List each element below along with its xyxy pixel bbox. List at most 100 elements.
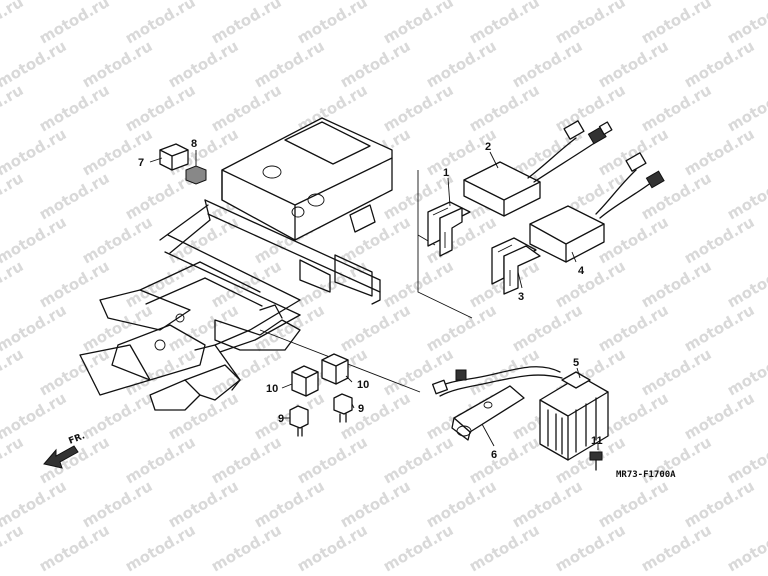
watermark-text: motod.ru xyxy=(294,0,370,47)
watermark-text: motod.ru xyxy=(552,0,628,47)
callout-4: 4 xyxy=(578,265,585,277)
watermark-text: motod.ru xyxy=(638,521,714,576)
rear-frame xyxy=(79,117,393,411)
watermark-text: motod.ru xyxy=(208,81,284,136)
watermark-text: motod.ru xyxy=(638,0,714,47)
watermark-text: motod.ru xyxy=(208,257,284,312)
watermark-text: motod.ru xyxy=(595,477,671,532)
watermark-text: motod.ru xyxy=(681,301,757,356)
watermark-text: motod.ru xyxy=(0,169,26,224)
watermark-text: motod.ru xyxy=(79,37,155,92)
part-11-bolt xyxy=(589,451,603,471)
watermark-text: motod.ru xyxy=(337,477,413,532)
watermark-text: motod.ru xyxy=(466,81,542,136)
watermark-text: motod.ru xyxy=(681,477,757,532)
watermark-text: motod.ru xyxy=(509,37,585,92)
watermark-text: motod.ru xyxy=(0,477,69,532)
watermark-text: motod.ru xyxy=(122,81,198,136)
watermark-text: motod.ru xyxy=(466,433,542,488)
watermark-text: motod.ru xyxy=(294,257,370,312)
watermark-text: motod.ru xyxy=(466,0,542,47)
watermark-text: motod.ru xyxy=(0,81,26,136)
part-9-fuses xyxy=(289,393,353,437)
watermark-text: motod.ru xyxy=(122,0,198,47)
watermark-text: motod.ru xyxy=(681,389,757,444)
watermark-text: motod.ru xyxy=(165,37,241,92)
part-1-bracket xyxy=(427,201,471,257)
watermark-text: motod.ru xyxy=(638,81,714,136)
watermark-text: motod.ru xyxy=(509,477,585,532)
watermark-text: motod.ru xyxy=(36,345,112,400)
watermark-text: motod.ru xyxy=(724,521,768,576)
callout-6: 6 xyxy=(491,449,497,461)
watermark-text: motod.ru xyxy=(509,301,585,356)
watermark-text: motod.ru xyxy=(165,389,241,444)
watermark-text: motod.ru xyxy=(165,477,241,532)
watermark-text: motod.ru xyxy=(294,521,370,576)
callout-10a: 10 xyxy=(266,383,278,395)
watermark-text: motod.ru xyxy=(380,521,456,576)
part-2-module xyxy=(463,120,613,217)
watermark-text: motod.ru xyxy=(0,37,69,92)
watermark-text: motod.ru xyxy=(0,301,69,356)
watermark-text: motod.ru xyxy=(122,433,198,488)
part-3-bracket xyxy=(491,237,541,295)
watermark-text: motod.ru xyxy=(36,521,112,576)
part-6-cover xyxy=(432,366,563,441)
watermark-text: motod.ru xyxy=(595,213,671,268)
watermark-text: motod.ru xyxy=(0,345,26,400)
watermark-text: motod.ru xyxy=(79,213,155,268)
watermark-text: motod.ru xyxy=(380,433,456,488)
part-8-clip xyxy=(185,165,207,185)
watermark-text: motod.ru xyxy=(36,0,112,47)
watermark-text: motod.ru xyxy=(251,37,327,92)
part-7-relay xyxy=(159,143,189,171)
watermark-text: motod.ru xyxy=(0,125,69,180)
callout-5: 5 xyxy=(573,357,579,369)
watermark-text: motod.ru xyxy=(122,521,198,576)
watermark-text: motod.ru xyxy=(208,521,284,576)
callout-9a: 9 xyxy=(278,413,284,425)
callout-3: 3 xyxy=(518,291,524,303)
watermark-text: motod.ru xyxy=(294,433,370,488)
part-4-module xyxy=(529,152,665,263)
watermark-text: motod.ru xyxy=(423,301,499,356)
watermark-text: motod.ru xyxy=(0,257,26,312)
callout-9b: 9 xyxy=(358,403,364,415)
watermark-text: motod.ru xyxy=(681,125,757,180)
callout-10b: 10 xyxy=(357,379,369,391)
watermark-text: motod.ru xyxy=(552,81,628,136)
watermark-text: motod.ru xyxy=(681,213,757,268)
watermark-text: motod.ru xyxy=(0,521,26,576)
watermark-text: motod.ru xyxy=(337,301,413,356)
diagram-code: MR73-F1700A xyxy=(616,470,676,480)
watermark-text: motod.ru xyxy=(79,477,155,532)
watermark-text: motod.ru xyxy=(251,389,327,444)
watermark-text: motod.ru xyxy=(0,0,26,47)
watermark-text: motod.ru xyxy=(466,521,542,576)
watermark-text: motod.ru xyxy=(423,477,499,532)
watermark-text: motod.ru xyxy=(36,169,112,224)
watermark-text: motod.ru xyxy=(208,0,284,47)
callout-1: 1 xyxy=(443,167,449,179)
watermark-text: motod.ru xyxy=(0,213,69,268)
watermark-text: motod.ru xyxy=(595,301,671,356)
watermark-text: motod.ru xyxy=(337,37,413,92)
watermark-text: motod.ru xyxy=(681,37,757,92)
watermark-text: motod.ru xyxy=(638,345,714,400)
watermark-text: motod.ru xyxy=(208,433,284,488)
watermark-text: motod.ru xyxy=(251,477,327,532)
watermark-text: motod.ru xyxy=(595,37,671,92)
callout-labels: 1 2 3 4 5 6 7 8 9 9 10 10 11 xyxy=(138,138,603,461)
watermark-text: motod.ru xyxy=(423,37,499,92)
watermark-text: motod.ru xyxy=(79,125,155,180)
watermark-text: motod.ru xyxy=(638,257,714,312)
watermark-text: motod.ru xyxy=(79,389,155,444)
callout-11: 11 xyxy=(591,435,603,447)
watermark-text: motod.ru xyxy=(552,521,628,576)
callout-2: 2 xyxy=(485,141,491,153)
callout-leaders xyxy=(149,150,599,450)
